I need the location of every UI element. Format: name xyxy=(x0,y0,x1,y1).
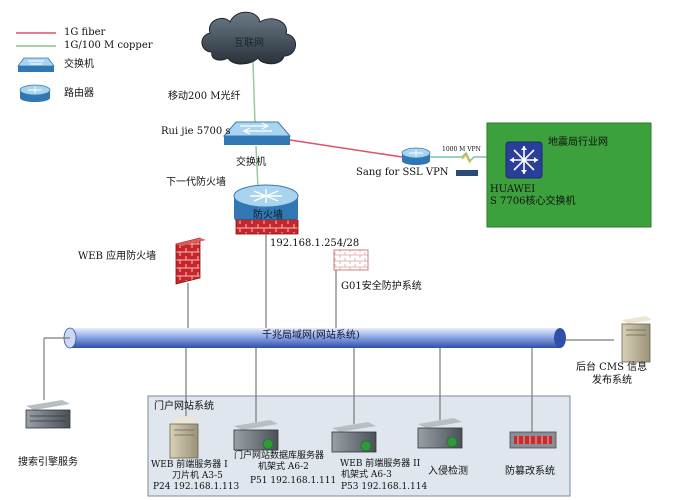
web2-ip: P53 192.168.1.114 xyxy=(341,482,428,492)
web2-type: 机架式 A6-3 xyxy=(341,470,392,480)
cms-label-line2: 发布系统 xyxy=(592,375,632,386)
antitamper-device-icon xyxy=(509,431,557,449)
waf-label: WEB 应用防火墙 xyxy=(78,251,157,262)
web1-ip: P24 192.168.1.113 xyxy=(153,482,240,492)
vpn-link-line xyxy=(430,151,500,163)
vpn-router-icon xyxy=(401,147,431,165)
vpn-gateway-icon xyxy=(456,170,478,176)
switch-vpn-fiber xyxy=(289,139,403,158)
legend-switch-label: 交换机 xyxy=(64,59,94,70)
huawei-core-switch-icon xyxy=(505,141,543,179)
internet-label: 互联网 xyxy=(234,38,264,49)
web-server-2-icon xyxy=(331,422,377,453)
firewall-ip: 192.168.1.254/28 xyxy=(270,238,360,249)
db-server-icon xyxy=(233,420,279,451)
switch-firewall-link xyxy=(255,145,259,189)
legend-copper-label: 1G/100 M copper xyxy=(64,40,153,51)
g01-wall-icon xyxy=(333,249,369,271)
cms-server-icon xyxy=(621,316,652,363)
firewall-label: 防火墙 xyxy=(253,210,283,221)
cms-label-line1: 后台 CMS 信息 xyxy=(576,362,648,373)
firewall-title: 下一代防火墙 xyxy=(166,177,226,188)
search-label: 搜索引擎服务 xyxy=(18,457,78,468)
huawei-label: HUAWEI xyxy=(490,184,536,195)
web1-name: WEB 前端服务器 I xyxy=(151,460,228,470)
web1-type: 刀片机 A3-5 xyxy=(172,471,223,481)
g01-label: G01安全防护系统 xyxy=(341,281,422,292)
db-ip: P51 192.168.1.111 xyxy=(250,476,337,486)
core-switch-icon xyxy=(222,121,292,145)
db-type: 机架式 A6-2 xyxy=(258,462,309,472)
backbone-tube xyxy=(70,328,560,348)
vpn-link-label: 1000 M VPN xyxy=(442,146,481,153)
uplink-label: 移动200 M光纤 xyxy=(168,91,241,102)
ids-label: 入侵检测 xyxy=(428,466,468,477)
legend-router-label: 路由器 xyxy=(64,88,94,99)
legend-router-icon xyxy=(19,84,51,102)
portal-title: 门户网站系统 xyxy=(154,401,214,412)
internet-cloud-icon xyxy=(201,11,296,65)
web-server-1-icon xyxy=(169,416,200,459)
core-switch-model: Rui jie 5700 s xyxy=(161,126,231,137)
ids-server-icon xyxy=(417,418,463,449)
legend-switch-icon xyxy=(17,57,55,72)
legend-fiber-label: 1G fiber xyxy=(64,27,106,38)
vpn-label: Sang for SSL VPN xyxy=(356,167,449,178)
firewall-brick-icon xyxy=(235,219,299,235)
core-switch-label: 交换机 xyxy=(236,157,266,168)
backbone-label: 千兆局域网(网站系统) xyxy=(262,330,360,341)
web2-name: WEB 前端服务器 II xyxy=(340,459,421,469)
search-server-icon xyxy=(25,400,71,429)
bureau-title: 地震局行业网 xyxy=(548,137,608,148)
db-name: 门户网站数据库服务器 xyxy=(234,451,325,461)
huawei-model-label: S 7706核心交换机 xyxy=(490,196,576,207)
antitamper-label: 防篡改系统 xyxy=(505,466,555,477)
internet-uplink-line xyxy=(252,61,256,125)
waf-brick-wall-icon xyxy=(175,237,206,285)
